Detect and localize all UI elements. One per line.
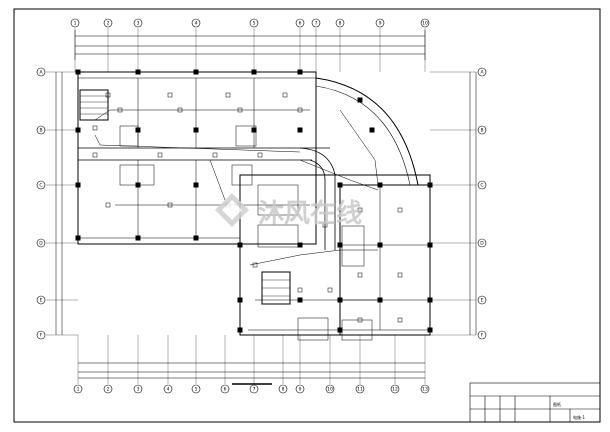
grid-bubble-bottom-11: 11 bbox=[355, 384, 365, 394]
sheet-label: 图纸 bbox=[553, 401, 561, 407]
grid-bubble-top-7: 7 bbox=[311, 18, 321, 28]
left-dimension-lines bbox=[55, 72, 63, 335]
grid-bubble-left-F: F bbox=[36, 330, 46, 340]
grid-bubble-right-F: F bbox=[477, 330, 487, 340]
grid-bubble-right-C: C bbox=[477, 180, 487, 190]
grid-bubble-bottom-8: 8 bbox=[278, 384, 288, 394]
grid-bubble-left-C: C bbox=[36, 180, 46, 190]
svg-text:11: 11 bbox=[357, 387, 363, 393]
svg-text:E: E bbox=[40, 298, 43, 304]
svg-text:7: 7 bbox=[253, 387, 256, 393]
grid-bubble-right-B: B bbox=[477, 125, 487, 135]
grid-bubble-right-A: A bbox=[477, 67, 487, 77]
svg-text:B: B bbox=[480, 128, 483, 134]
svg-text:9: 9 bbox=[299, 387, 302, 393]
grid-bubble-left-B: B bbox=[36, 125, 46, 135]
svg-text:D: D bbox=[480, 241, 484, 247]
grid-bubble-bottom-2: 2 bbox=[103, 384, 113, 394]
svg-text:13: 13 bbox=[422, 387, 428, 393]
svg-text:5: 5 bbox=[253, 21, 256, 27]
grid-bubble-top-3: 3 bbox=[133, 18, 143, 28]
grid-bubble-left-A: A bbox=[36, 67, 46, 77]
svg-text:1: 1 bbox=[77, 387, 80, 393]
svg-text:1: 1 bbox=[74, 21, 77, 27]
svg-text:3: 3 bbox=[137, 387, 140, 393]
drawing-border bbox=[13, 8, 601, 423]
grid-bubble-bottom-1: 1 bbox=[73, 384, 83, 394]
grid-bubble-top-6: 6 bbox=[295, 18, 305, 28]
svg-text:3: 3 bbox=[137, 21, 140, 27]
drawing-number: 电施-1 bbox=[573, 414, 585, 420]
svg-text:D: D bbox=[39, 241, 43, 247]
grid-bubble-top-4: 4 bbox=[191, 18, 201, 28]
grid-bubble-bottom-9: 9 bbox=[295, 384, 305, 394]
svg-text:A: A bbox=[39, 70, 43, 76]
grid-bubble-right-E: E bbox=[477, 295, 487, 305]
grid-bubble-bottom-13: 13 bbox=[420, 384, 430, 394]
grid-bubble-top-10: 10 bbox=[420, 18, 430, 28]
grid-bubble-bottom-5: 5 bbox=[191, 384, 201, 394]
light-fixtures bbox=[92, 92, 403, 323]
svg-text:9: 9 bbox=[379, 21, 382, 27]
svg-text:2: 2 bbox=[107, 387, 110, 393]
svg-text:7: 7 bbox=[315, 21, 318, 27]
svg-text:6: 6 bbox=[224, 387, 227, 393]
building-walls bbox=[77, 71, 431, 336]
grid-bubble-bottom-12: 12 bbox=[390, 384, 400, 394]
wiring-runs bbox=[94, 109, 379, 301]
svg-text:C: C bbox=[480, 183, 483, 189]
grid-axes bbox=[46, 28, 476, 384]
service-cores bbox=[119, 125, 373, 341]
svg-text:10: 10 bbox=[327, 387, 333, 393]
svg-text:C: C bbox=[39, 183, 42, 189]
svg-text:4: 4 bbox=[195, 21, 198, 27]
grid-bubble-bottom-6: 6 bbox=[220, 384, 230, 394]
right-dimension-lines bbox=[469, 72, 477, 335]
watermark-text: 沐风在线 bbox=[258, 199, 362, 229]
svg-text:B: B bbox=[39, 128, 42, 134]
svg-text:8: 8 bbox=[282, 387, 285, 393]
bottom-dimension-lines bbox=[78, 362, 425, 379]
svg-text:5: 5 bbox=[195, 387, 198, 393]
svg-text:12: 12 bbox=[392, 387, 398, 393]
grid-bubble-right-D: D bbox=[477, 238, 487, 248]
grid-bubble-top-5: 5 bbox=[249, 18, 259, 28]
svg-text:F: F bbox=[481, 333, 484, 339]
svg-text:E: E bbox=[481, 298, 484, 304]
grid-bubble-top-9: 9 bbox=[375, 18, 385, 28]
svg-text:8: 8 bbox=[339, 21, 342, 27]
grid-bubble-top-2: 2 bbox=[103, 18, 113, 28]
svg-text:A: A bbox=[480, 70, 484, 76]
watermark-logo bbox=[215, 193, 249, 227]
grid-bubble-bottom-4: 4 bbox=[163, 384, 173, 394]
svg-text:2: 2 bbox=[107, 21, 110, 27]
grid-bubble-bottom-7: 7 bbox=[249, 384, 259, 394]
title-block bbox=[469, 382, 601, 423]
structural-columns bbox=[75, 69, 433, 333]
svg-text:6: 6 bbox=[299, 21, 302, 27]
grid-bubble-bottom-10: 10 bbox=[325, 384, 335, 394]
svg-text:10: 10 bbox=[422, 21, 428, 27]
grid-bubble-left-D: D bbox=[36, 238, 46, 248]
grid-bubble-left-E: E bbox=[36, 295, 46, 305]
grid-bubble-top-8: 8 bbox=[335, 18, 345, 28]
grid-bubble-top-1: 1 bbox=[70, 18, 80, 28]
grid-bubble-bottom-3: 3 bbox=[133, 384, 143, 394]
top-dimension-lines bbox=[74, 30, 426, 60]
svg-text:F: F bbox=[40, 333, 43, 339]
svg-text:4: 4 bbox=[167, 387, 170, 393]
